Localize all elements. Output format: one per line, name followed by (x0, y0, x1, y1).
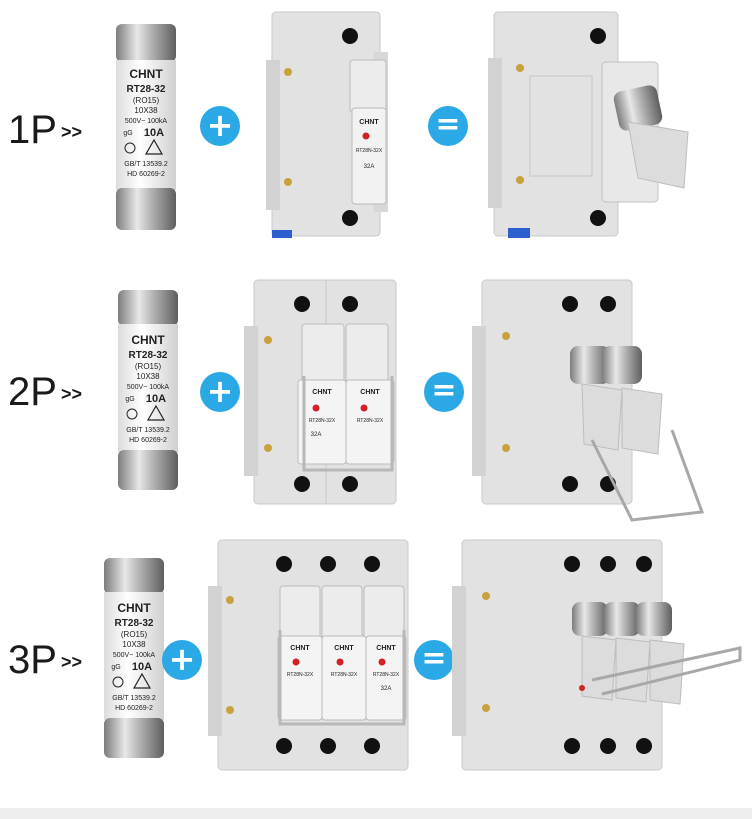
ccc-mark-icon (126, 408, 138, 420)
indicator-lamp-icon (360, 404, 368, 412)
holder-current: 32A (364, 164, 375, 170)
holder-brand: CHNT (334, 645, 354, 652)
fuse-current: 10A (144, 127, 164, 139)
fuse-standard-1: GB/T 13539.2 (124, 161, 168, 168)
indicator-lamp-icon (312, 404, 320, 412)
plus-icon: + (162, 640, 202, 680)
holder-current: 32A (381, 686, 392, 692)
equals-icon: = (424, 372, 464, 412)
pole-label: 2P>> (8, 370, 82, 415)
fuse-current: 10A (132, 661, 152, 673)
indicator-lamp-icon (292, 658, 300, 666)
fuse-size: 10X38 (122, 640, 146, 649)
fuse-model: RT28-32 (129, 350, 168, 361)
fuse-gg: gG (125, 396, 134, 403)
fuse-cartridge-image: CHNT RT28-32 (RO15) 10X38 500V~ 100kA gG… (116, 24, 176, 230)
warning-triangle-icon (144, 138, 164, 155)
fuse-gg: gG (111, 664, 120, 671)
fuse-size: 10X38 (136, 372, 160, 381)
holder-brand: CHNT (312, 389, 332, 396)
double-arrow-icon: >> (60, 383, 82, 404)
row-2p: 2P>> CHNT RT28-32 (RO15) 10X38 500V~ 100… (0, 262, 752, 522)
warning-triangle-icon (146, 404, 166, 421)
fuse-standard-1: GB/T 13539.2 (112, 695, 156, 702)
fuse-brand: CHNT (129, 67, 163, 81)
pole-label-text: 3P (8, 638, 57, 682)
fuse-cartridge-image: CHNT RT28-32 (RO15) 10X38 500V~ 100kA gG… (104, 558, 164, 758)
holder-brand: CHNT (376, 645, 396, 652)
fuse-holder-2p-closed: CHNT CHNT RT28N-32X RT28N-32X 32A (244, 279, 397, 505)
fuse-brand: CHNT (117, 601, 151, 615)
holder-model: RT28N-32X (357, 418, 384, 424)
double-arrow-icon: >> (60, 121, 82, 142)
row-1p: 1P>> CHNT RT28-32 (RO15) 10X38 500V~ 100… (0, 0, 752, 260)
equals-icon: = (414, 640, 454, 680)
row-3p: 3P>> CHNT RT28-32 (RO15) 10X38 500V~ 100… (0, 530, 752, 808)
fuse-rating: 500V~ 100kA (125, 118, 168, 125)
fuse-model: RT28-32 (127, 84, 166, 95)
fuse-standard-1: GB/T 13539.2 (126, 427, 170, 434)
fuse-holder-1p-closed: CHNT RT28N-32X 32A (266, 11, 388, 238)
plus-icon: + (200, 106, 240, 146)
holder-model: RT28N-32X (373, 672, 400, 678)
ccc-mark-icon (124, 142, 136, 154)
bottom-strip (0, 808, 752, 819)
indicator-lamp-icon (336, 658, 344, 666)
holder-model: RT28N-32X (356, 148, 383, 154)
fuse-holder-2p-open (472, 279, 705, 522)
pole-label: 1P>> (8, 108, 82, 153)
fuse-model: RT28-32 (115, 618, 154, 629)
fuse-submodel: (RO15) (121, 630, 148, 639)
indicator-lamp-icon (362, 132, 370, 140)
fuse-size: 10X38 (134, 106, 158, 115)
warning-triangle-icon (132, 672, 152, 689)
fuse-submodel: (RO15) (135, 362, 162, 371)
fuse-rating: 500V~ 100kA (127, 384, 170, 391)
holder-model: RT28N-32X (309, 418, 336, 424)
fuse-standard-2: HD 60269-2 (115, 705, 153, 712)
fuse-standard-2: HD 60269-2 (129, 437, 167, 444)
fuse-brand: CHNT (131, 333, 165, 347)
pole-label-text: 2P (8, 370, 57, 414)
pole-label-text: 1P (8, 108, 57, 152)
fuse-gg: gG (123, 130, 132, 137)
holder-current: 32A (311, 432, 322, 438)
fuse-submodel: (RO15) (133, 96, 160, 105)
holder-brand: CHNT (359, 119, 379, 126)
double-arrow-icon: >> (60, 651, 82, 672)
pole-label: 3P>> (8, 638, 82, 683)
plus-icon: + (200, 372, 240, 412)
holder-model: RT28N-32X (287, 672, 314, 678)
fuse-holder-3p-open (452, 539, 742, 771)
equals-icon: = (428, 106, 468, 146)
fuse-current: 10A (146, 393, 166, 405)
fuse-holder-3p-closed: CHNT CHNT CHNT RT28N-32X RT28N-32X RT28N… (208, 539, 409, 771)
fuse-cartridge-image: CHNT RT28-32 (RO15) 10X38 500V~ 100kA gG… (118, 290, 178, 490)
indicator-lamp-icon (378, 658, 386, 666)
fuse-rating: 500V~ 100kA (113, 652, 156, 659)
holder-brand: CHNT (360, 389, 380, 396)
fuse-holder-1p-open (488, 11, 689, 238)
holder-brand: CHNT (290, 645, 310, 652)
holder-model: RT28N-32X (331, 672, 358, 678)
ccc-mark-icon (112, 676, 124, 688)
fuse-standard-2: HD 60269-2 (127, 171, 165, 178)
